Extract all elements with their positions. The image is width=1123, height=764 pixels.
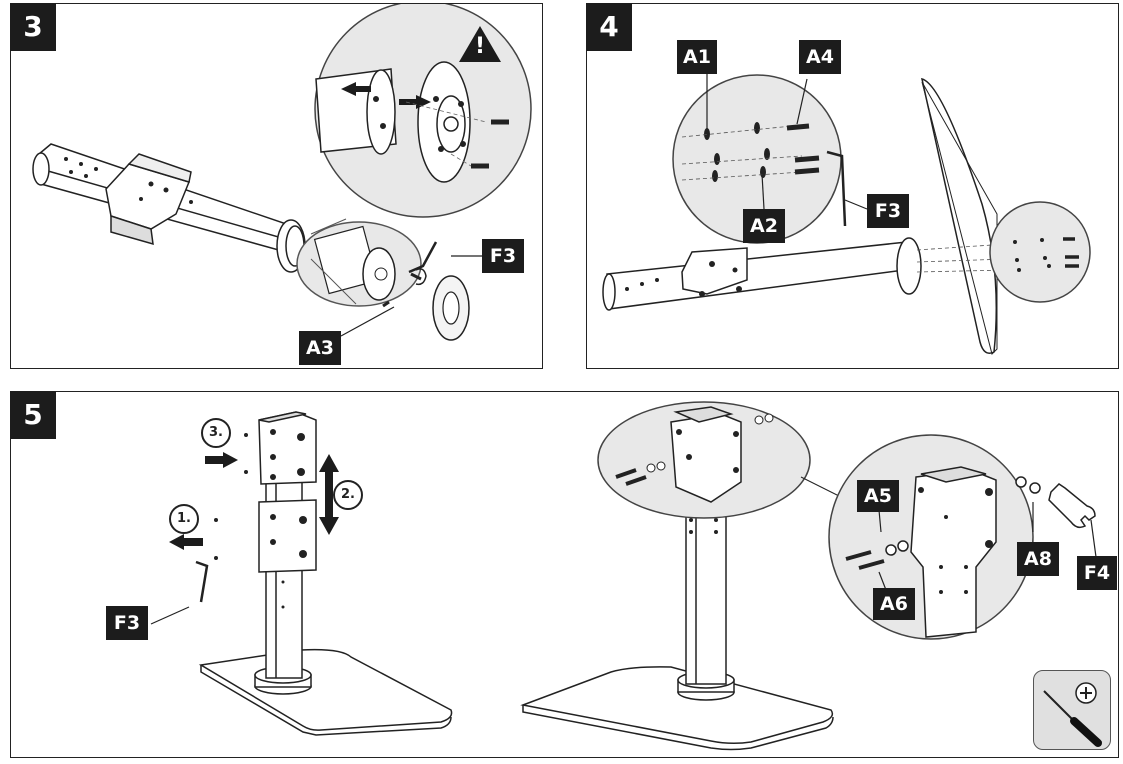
step-number-5: 5 [10,391,56,439]
label-a2: A2 [743,209,785,243]
label-a5: A5 [857,480,899,512]
step-5-illustration [150,401,1097,751]
step-bubble-1: 1. [169,504,199,534]
step-4-illustration [602,74,1091,355]
step-bubble-3: 3. [201,418,231,448]
label-f3: F3 [106,606,148,640]
phillips-screwdriver-icon [1033,670,1111,750]
panel-step-4: 4 [586,3,1119,369]
panel-step-3: 3 [10,3,543,369]
step-number-4: 4 [586,3,632,51]
label-a4: A4 [799,40,841,74]
panel-step-5: 5 [10,391,1119,758]
label-a6: A6 [873,588,915,620]
label-a3: A3 [299,331,341,365]
label-f3: F3 [482,239,524,273]
step-number-3: 3 [10,3,56,51]
step-bubble-2: 2. [333,480,363,510]
label-f4: F4 [1077,556,1117,590]
label-f3: F3 [867,194,909,228]
step-3-illustration [32,4,532,341]
label-a1: A1 [677,40,717,74]
warning-triangle-icon: ! [457,24,503,64]
warning-symbol: ! [474,34,486,59]
label-a8: A8 [1017,542,1059,576]
